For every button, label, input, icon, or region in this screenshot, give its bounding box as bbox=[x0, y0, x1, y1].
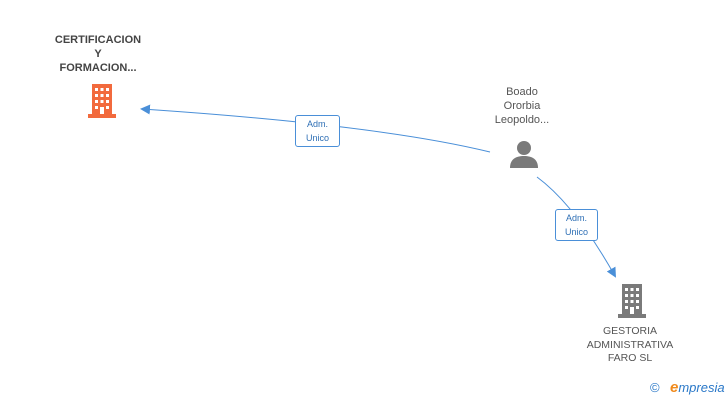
empresia-logo[interactable]: empresia bbox=[670, 379, 725, 396]
company-certificacion-label[interactable]: CERTIFICACION Y FORMACION... bbox=[54, 34, 142, 74]
building-icon[interactable] bbox=[616, 284, 648, 318]
person-boado-label[interactable]: Boado Ororbia Leopoldo... bbox=[494, 86, 550, 126]
brand-first-letter: e bbox=[670, 379, 679, 396]
company-gestoria-label[interactable]: GESTORIA ADMINISTRATIVA FARO SL bbox=[586, 325, 674, 364]
brand-rest: mpresia bbox=[678, 380, 725, 395]
role-badge-adm-unico[interactable]: Adm. Unico bbox=[555, 209, 598, 241]
building-icon[interactable] bbox=[86, 84, 118, 118]
copyright-icon: © bbox=[650, 380, 660, 395]
edge-person-to-certificacion bbox=[140, 104, 491, 153]
role-badge-adm-unico[interactable]: Adm. Unico bbox=[295, 115, 340, 147]
person-icon[interactable] bbox=[509, 139, 539, 169]
